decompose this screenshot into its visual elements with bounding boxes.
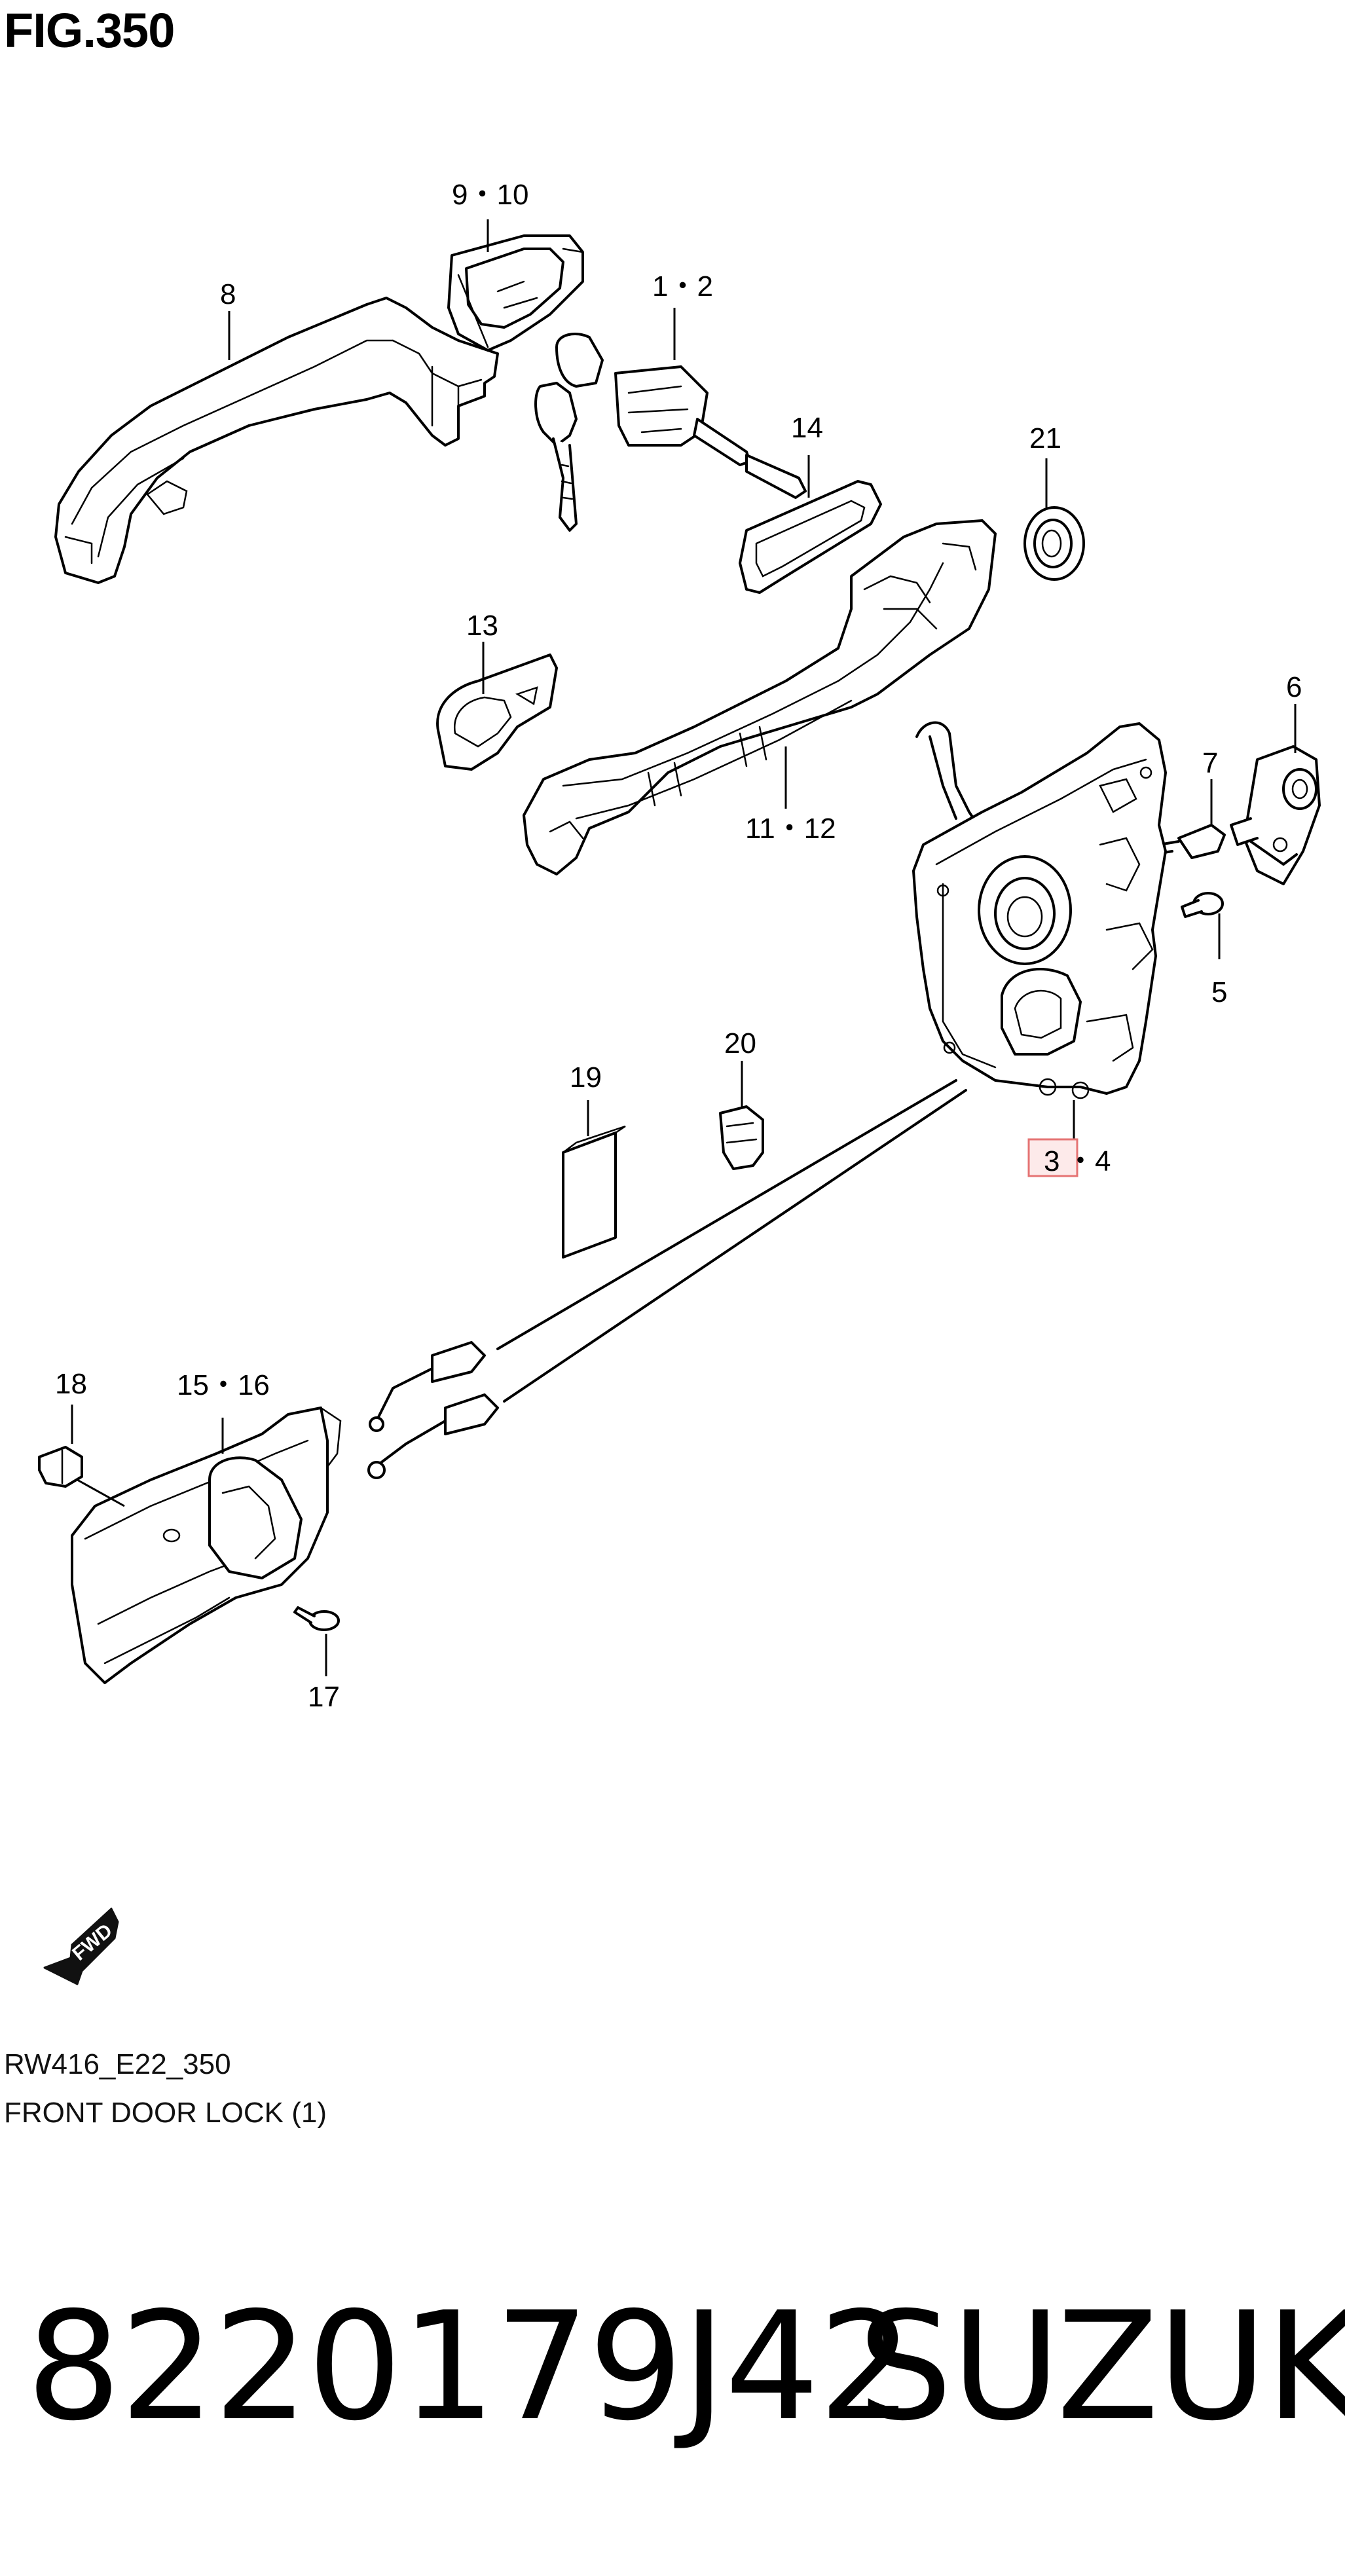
grommet-part-21: [1023, 458, 1085, 581]
door-lock-assembly-part-3-4: [912, 721, 1167, 1143]
bracket-part-20: [719, 1061, 764, 1170]
screw-part-17: [293, 1606, 340, 1676]
callout-13: 13: [466, 610, 498, 642]
pad-part-19: [562, 1100, 626, 1259]
callout-7: 7: [1202, 747, 1218, 779]
callout-15-16: 15・16: [177, 1369, 270, 1401]
exploded-parts-drawing: 9・10 8 1・2 14 21 13 6 7 11・12 5 19 20 3 …: [38, 179, 1321, 1985]
callout-8: 8: [220, 278, 236, 310]
callout-20: 20: [724, 1027, 756, 1059]
part-number: 8220179J42: [26, 2279, 913, 2454]
striker-part-6: [1230, 704, 1321, 885]
screw-part-5: [1181, 892, 1224, 959]
callout-14: 14: [791, 412, 823, 444]
callout-9-10: 9・10: [452, 179, 528, 211]
gasket-part-14: [739, 455, 882, 594]
control-cables: [367, 1079, 967, 1479]
callout-19: 19: [570, 1061, 602, 1094]
figure-code: RW416_E22_350: [4, 2048, 231, 2080]
callout-11-12: 11・12: [745, 813, 836, 845]
key-cylinder-part-1-2: [534, 308, 807, 532]
fwd-arrow-icon: FWD: [43, 1907, 119, 1985]
callout-5: 5: [1211, 976, 1227, 1008]
cap-part-18: [38, 1405, 125, 1507]
highlight-box-3[interactable]: [1027, 1138, 1078, 1177]
callout-4: ・4: [1066, 1145, 1111, 1177]
inside-handle-part-15-16: [71, 1407, 342, 1684]
callout-6: 6: [1286, 671, 1302, 703]
outside-handle-part-8: [54, 297, 499, 584]
diagram-panel: FIG.350: [4, 3, 1321, 2129]
callout-3: 3: [1044, 1145, 1059, 1177]
callout-18: 18: [55, 1368, 87, 1400]
callout-21: 21: [1029, 422, 1061, 454]
handle-frame-part-11-12: [523, 519, 997, 875]
brand-name: SUZUKI: [858, 2279, 1345, 2454]
figure-title: FIG.350: [4, 3, 175, 58]
handle-cap-part-9-10: [447, 234, 584, 352]
callout-17: 17: [308, 1681, 340, 1713]
clip-part-13: [436, 642, 558, 771]
figure-description: FRONT DOOR LOCK (1): [4, 2097, 327, 2129]
product-info-band: [0, 2144, 1345, 2576]
callout-1-2: 1・2: [652, 270, 713, 303]
